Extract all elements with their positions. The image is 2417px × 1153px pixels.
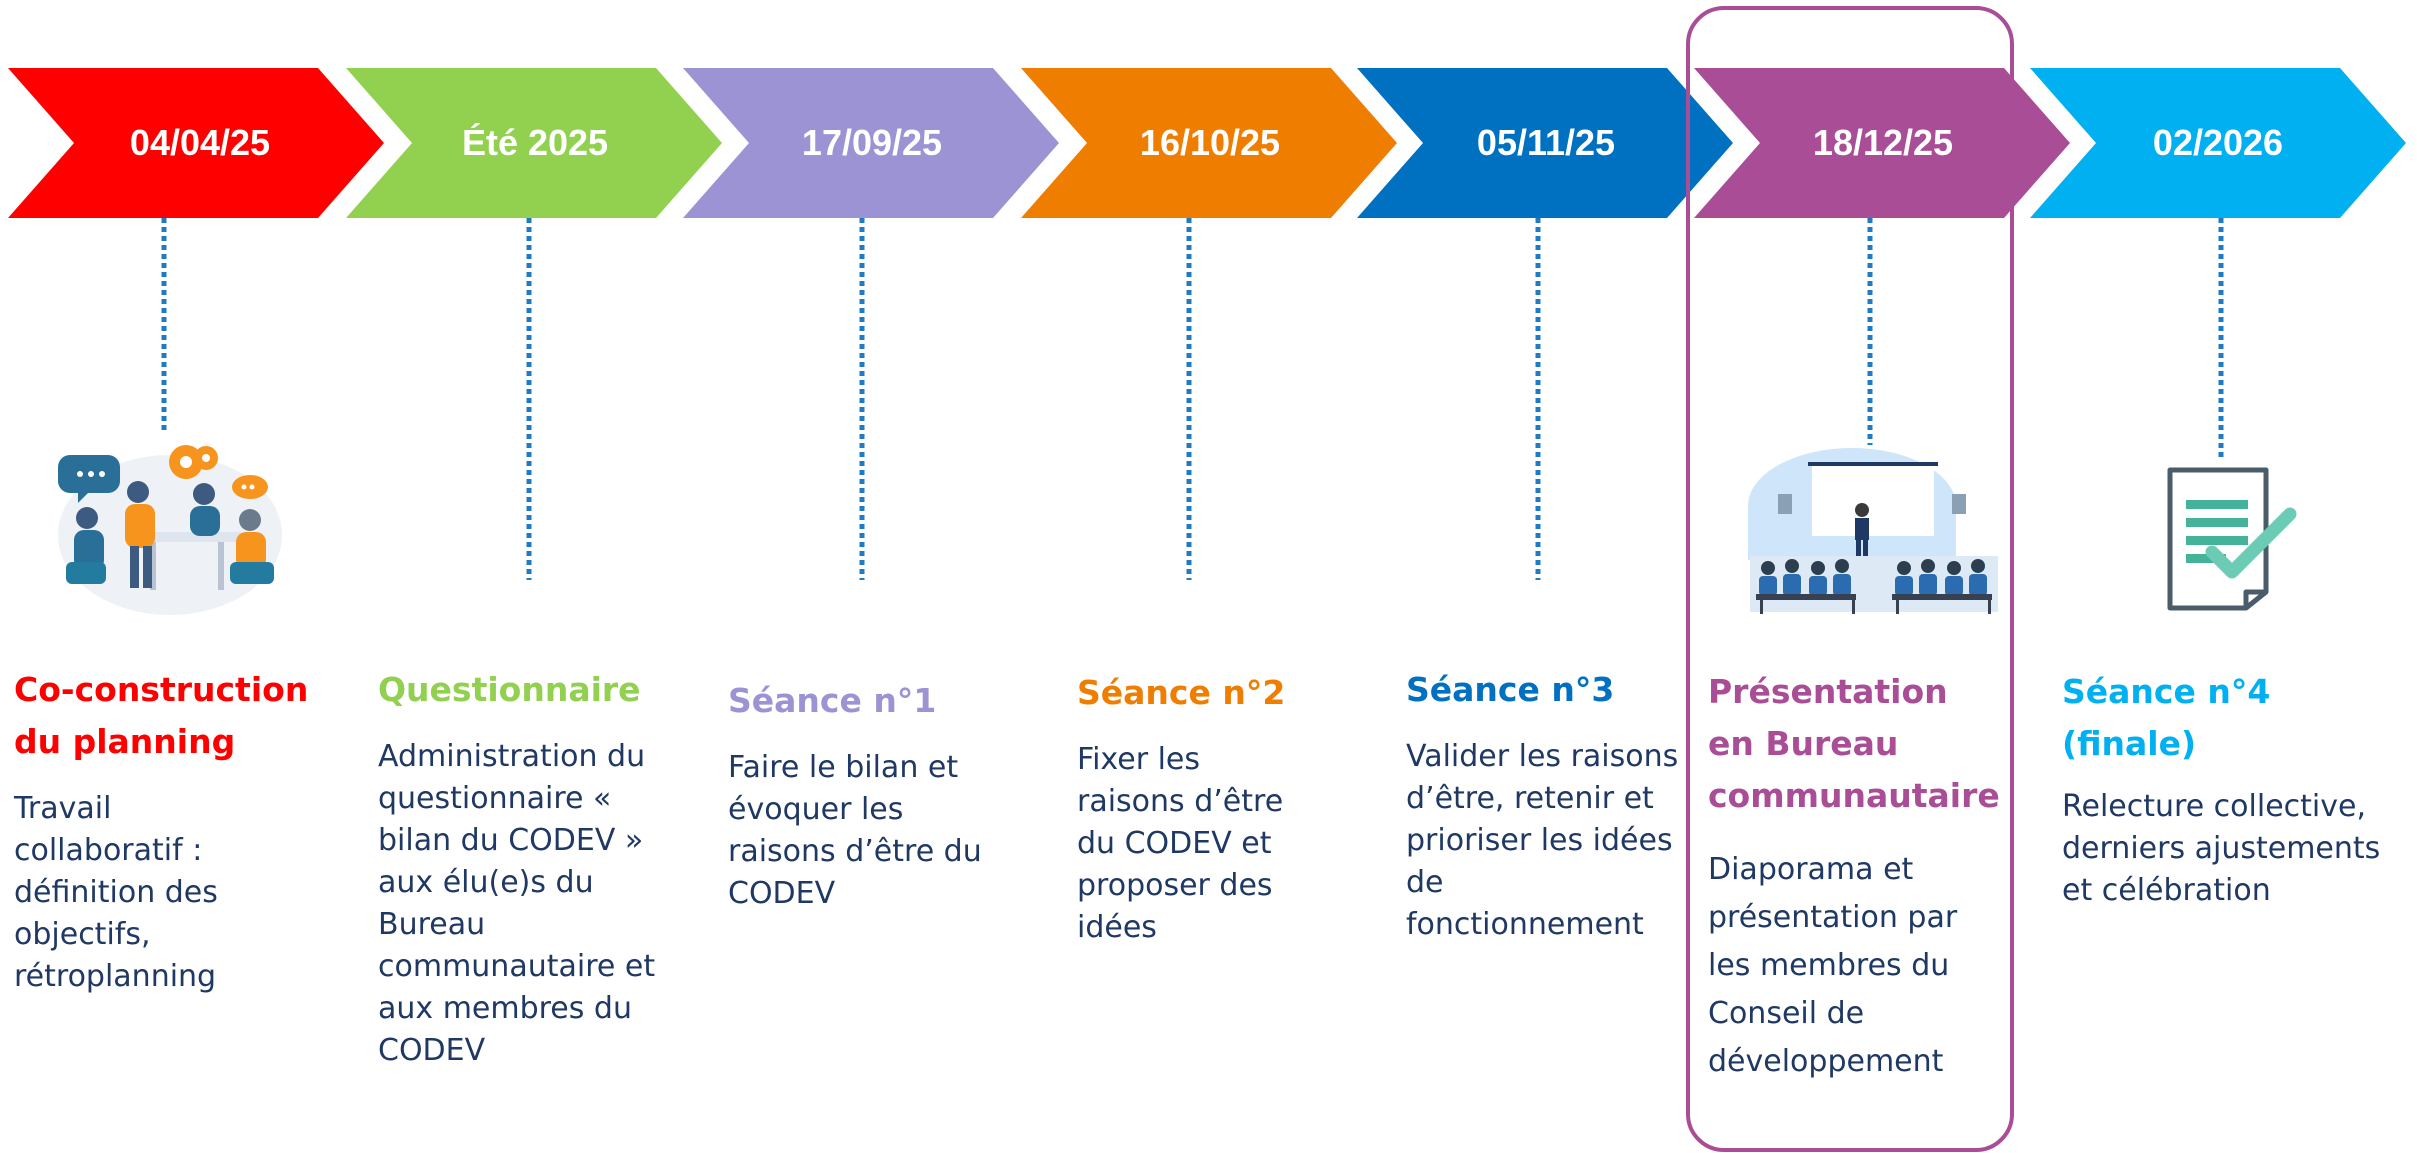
- step-description: Fixer les raisons d’être du CODEV et pro…: [1077, 742, 1284, 945]
- chevron-2: [346, 68, 722, 218]
- date-label-5: 05/11/25: [1476, 122, 1616, 163]
- step-title: Séance n°2: [1077, 673, 1286, 712]
- date-label-7: 02/2026: [2152, 122, 2284, 163]
- chevron-3: [683, 68, 1059, 218]
- date-label-2: Été 2025: [461, 122, 609, 163]
- step-description: Diaporama et présentation par les membre…: [1708, 852, 1958, 1079]
- chevron-1: [8, 68, 384, 218]
- step-description: Faire le bilan et évoquer les raisons d’…: [728, 750, 982, 911]
- timeline-connectors: [161, 218, 2224, 580]
- date-label-1: 04/04/25: [129, 122, 271, 163]
- date-label-3: 17/09/25: [801, 122, 943, 163]
- date-label-4: 16/10/25: [1139, 122, 1281, 163]
- conference-presentation-illustration: [1748, 448, 1998, 614]
- step-title: Séance n°3: [1406, 670, 1615, 709]
- chevron-6: [1694, 68, 2070, 218]
- step-seance-3: Séance n°3 Valider les raisons d’être, r…: [1406, 664, 1706, 946]
- step-seance-1: Séance n°1 Faire le bilan et évoquer les…: [728, 675, 1028, 915]
- chevron-5: [1357, 68, 1733, 218]
- step-questionnaire: Questionnaire Administration du question…: [378, 664, 678, 1072]
- step-presentation-bureau: Présentation en Bureau communautaire Dia…: [1708, 666, 2000, 1086]
- date-label-6: 18/12/25: [1812, 122, 1954, 163]
- step-description: Administration du questionnaire « bilan …: [378, 739, 656, 1068]
- step-seance-4-finale: Séance n°4 (finale) Relecture collective…: [2062, 666, 2412, 912]
- chevron-4: [1021, 68, 1397, 218]
- step-description: Valider les raisons d’être, retenir et p…: [1406, 739, 1679, 942]
- timeline-chevrons: [8, 68, 2406, 218]
- step-description: Travail collaboratif : définition des ob…: [14, 791, 218, 994]
- step-title: Questionnaire: [378, 670, 641, 709]
- step-title: Séance n°4 (finale): [2062, 672, 2271, 763]
- step-seance-2: Séance n°2 Fixer les raisons d’être du C…: [1077, 667, 1377, 949]
- chevron-7: [2030, 68, 2406, 218]
- highlight-frame: [1686, 6, 2014, 1152]
- checked-document-icon: [2167, 467, 2297, 611]
- step-title: Co-construction du planning: [14, 670, 309, 761]
- step-description: Relecture collective, derniers ajustemen…: [2062, 789, 2381, 908]
- step-co-construction: Co-construction du planning Travail coll…: [14, 664, 314, 998]
- team-meeting-illustration: [58, 445, 282, 615]
- step-title: Séance n°1: [728, 681, 937, 720]
- step-title: Présentation en Bureau communautaire: [1708, 672, 2000, 815]
